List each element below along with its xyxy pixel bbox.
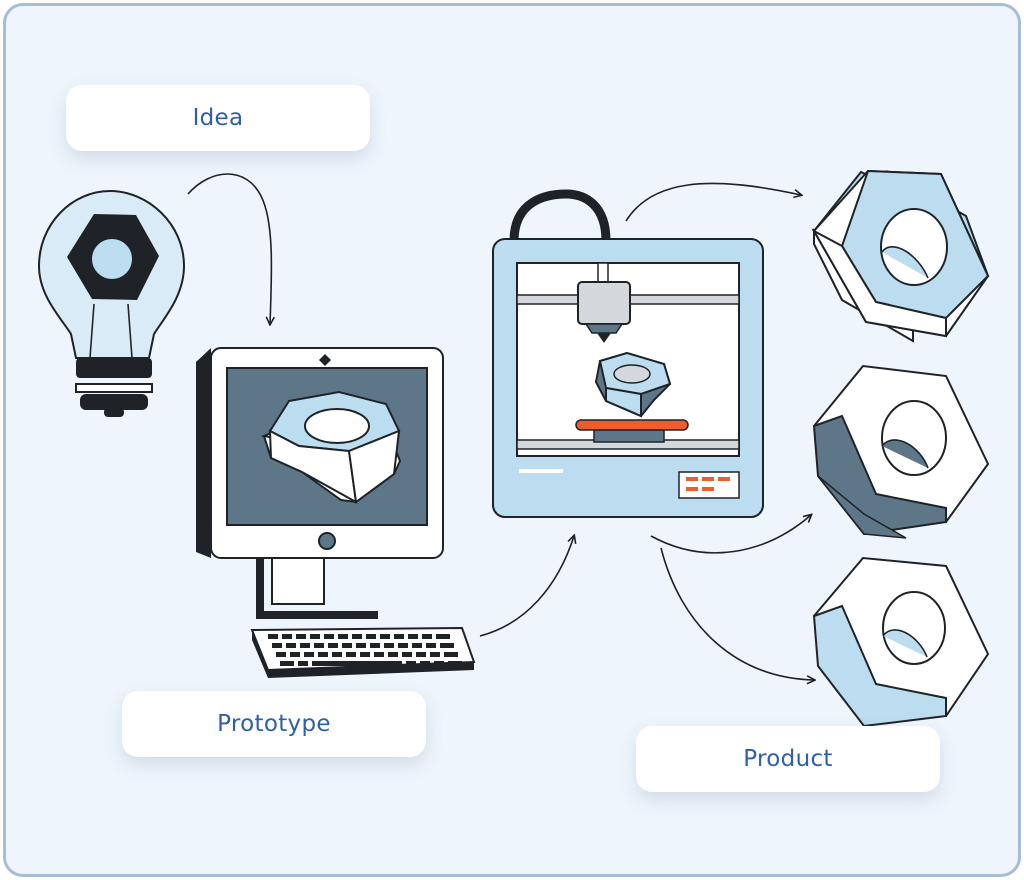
arrow-printer-to-nut-top	[625, 182, 801, 222]
product-label: Product	[636, 726, 940, 792]
hex-nut-icon	[812, 556, 990, 728]
hex-nut-icon	[812, 364, 990, 539]
arrow-idea-to-prototype	[187, 173, 271, 324]
idea-label-text: Idea	[192, 105, 244, 131]
hex-nut-icon	[67, 214, 159, 300]
keyboard-icon	[250, 626, 476, 678]
diagram-frame: Idea Prototype Product	[3, 3, 1021, 877]
hex-nut-icon	[594, 351, 672, 418]
arrow-prototype-to-printer	[479, 536, 574, 637]
product-label-text: Product	[743, 746, 833, 772]
workflow-illustration	[37, 169, 990, 728]
hex-nut-icon	[811, 169, 990, 343]
prototype-label: Prototype	[122, 691, 426, 757]
idea-label: Idea	[66, 85, 370, 151]
computer-monitor-icon	[196, 347, 444, 619]
arrow-printer-to-nut-middle	[650, 515, 811, 554]
lightbulb-icon	[37, 189, 186, 417]
hex-nut-icon	[260, 390, 402, 504]
3d-printer-icon	[492, 189, 764, 518]
arrow-printer-to-nut-bottom	[660, 547, 814, 680]
prototype-label-text: Prototype	[217, 711, 331, 737]
